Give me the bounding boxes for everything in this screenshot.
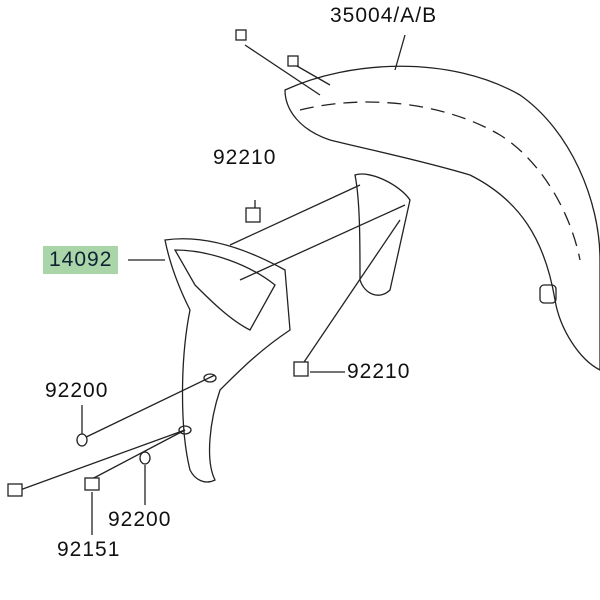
fender-cover <box>164 238 291 483</box>
washer-left <box>76 433 88 447</box>
bolt-top-left <box>235 29 247 41</box>
label-14092-highlighted[interactable]: 14092 <box>43 246 119 274</box>
label-35004: 35004/A/B <box>330 4 438 27</box>
label-92151: 92151 <box>57 538 121 561</box>
label-92200-right: 92200 <box>108 508 172 531</box>
bolt-top-mid <box>287 55 299 67</box>
screw-92151 <box>7 477 100 497</box>
front-fender <box>284 65 600 371</box>
label-92200-left: 92200 <box>45 379 109 402</box>
nut-92210-mid <box>293 361 309 377</box>
washer-right <box>139 451 151 465</box>
label-92210-mid: 92210 <box>347 360 411 383</box>
label-92210-top: 92210 <box>213 146 277 169</box>
nut-92210-top <box>245 207 261 223</box>
